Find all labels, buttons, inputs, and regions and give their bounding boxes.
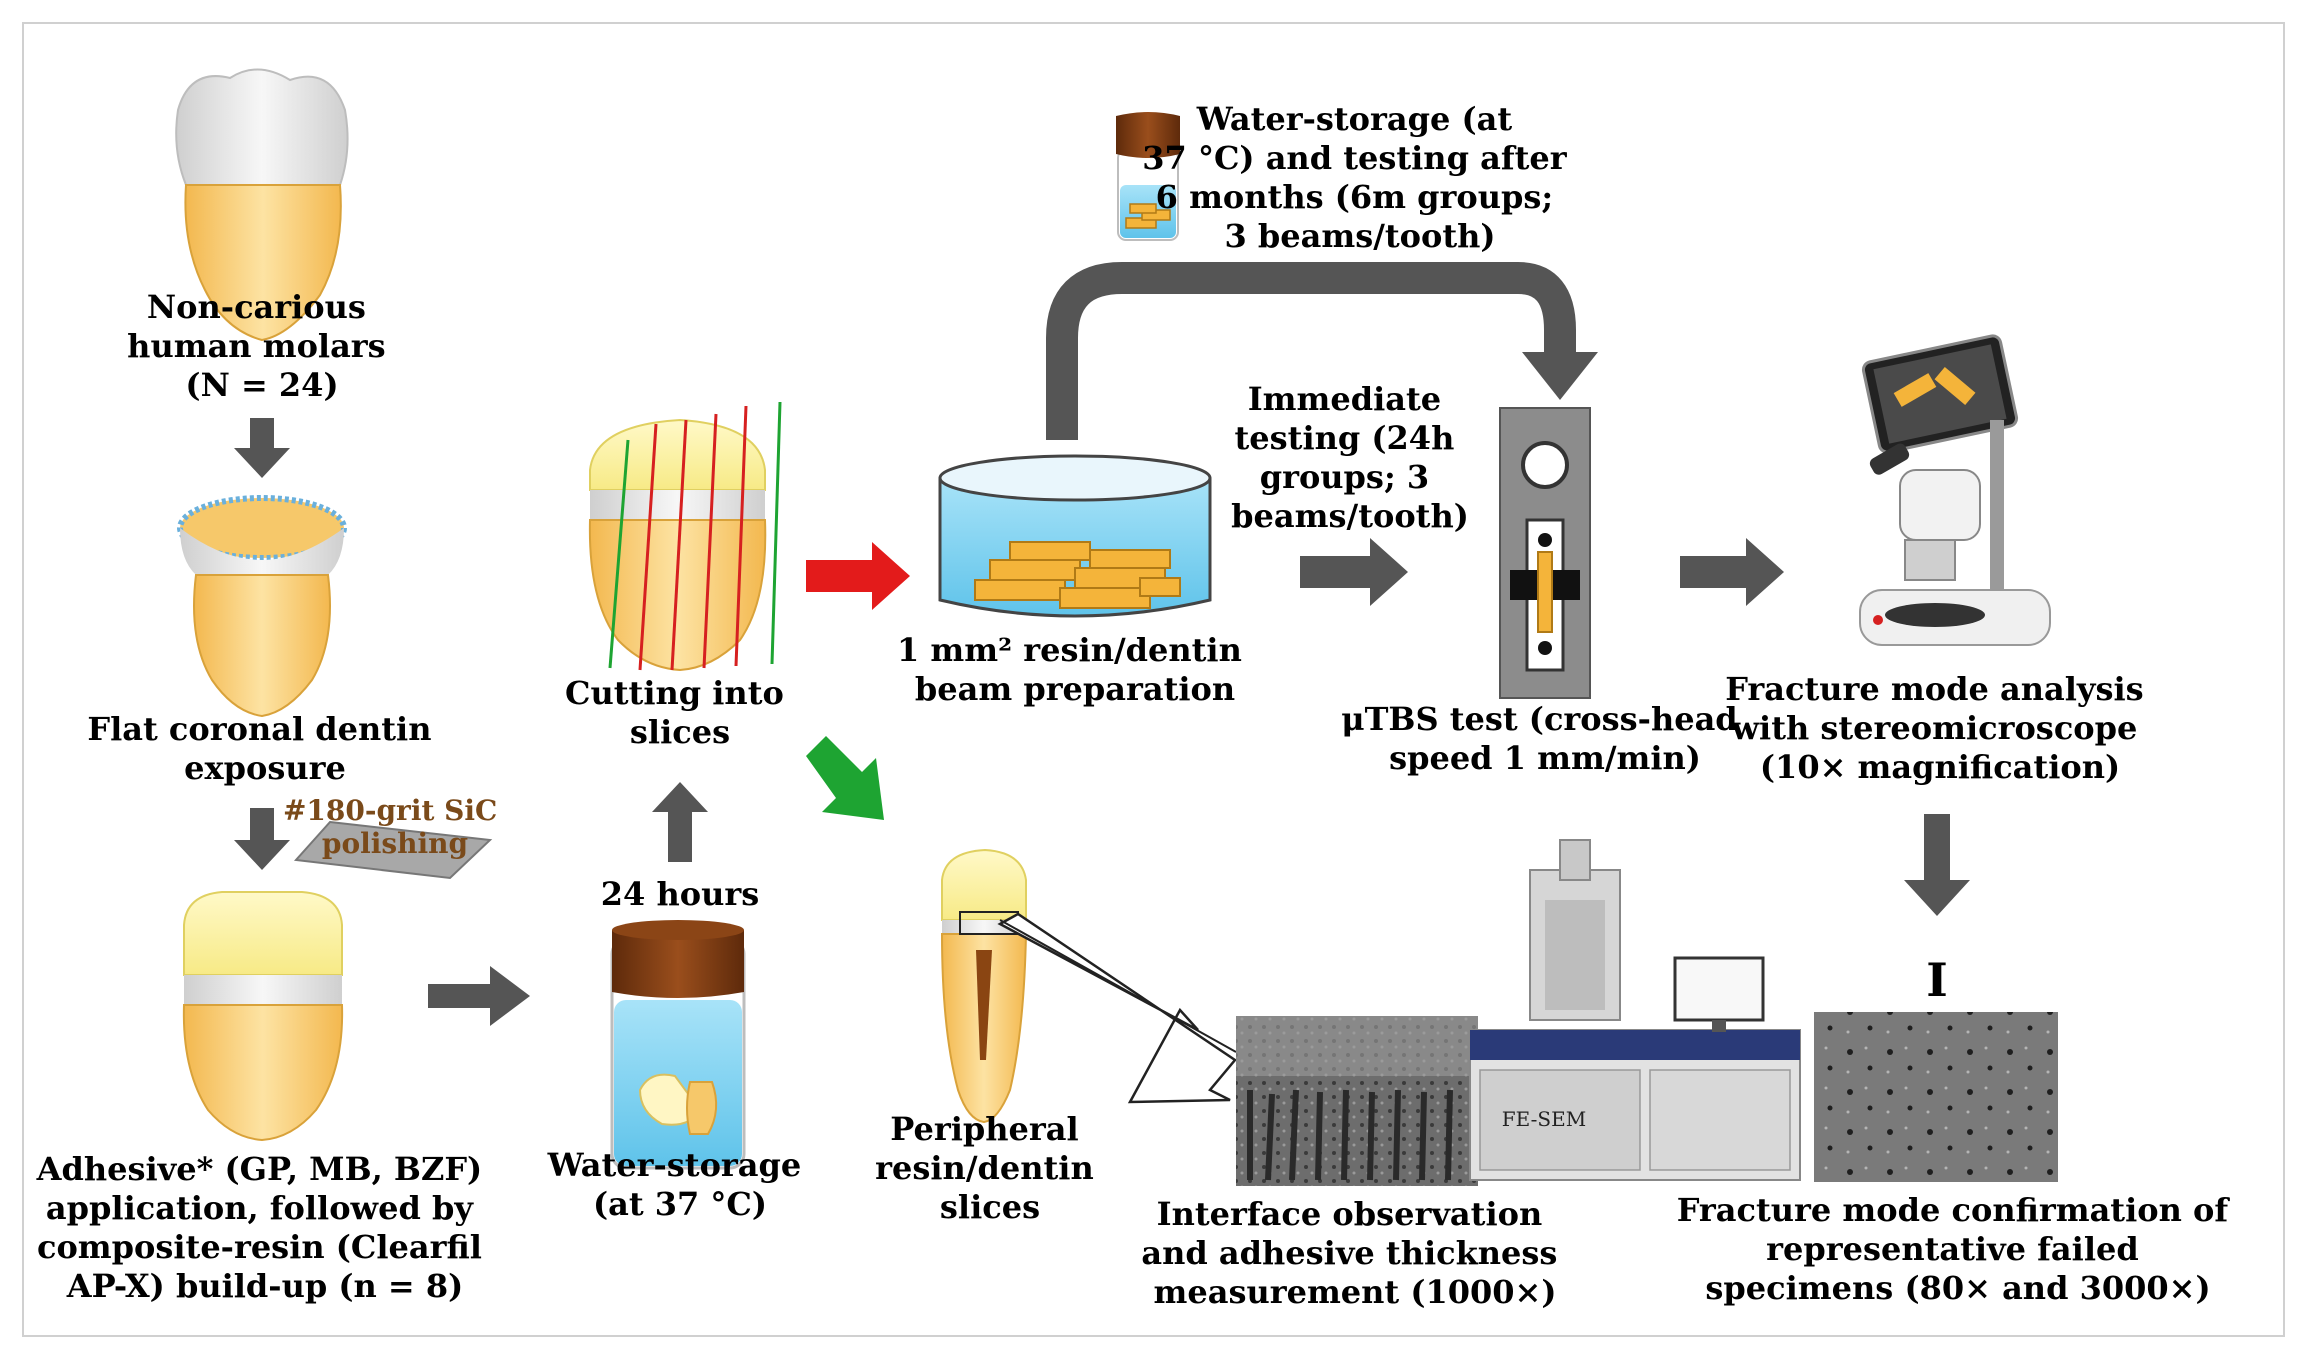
arrow-right-immediate [1300,538,1408,606]
molar-resin-buildup-illustration [182,891,344,1142]
arrow-right-to-microscope [1680,538,1784,606]
label-immediate-testing: Immediate testing (24h groups; 3 beams/t… [1231,380,1469,535]
arrow-6m-head [1522,352,1598,400]
label-fracture-confirmation: Fracture mode confirmation of representa… [1677,1191,2239,1307]
label-24-hours: 24 hours [601,875,759,913]
magnification-callout [997,912,1237,1104]
label-flat-dentin: Flat coronal dentin exposure [87,710,442,787]
sem-fracture-image [1814,1012,2058,1182]
sic-paper-illustration [293,820,493,880]
beam-preparation-dish [938,454,1212,618]
arrow-up-to-cutting [652,782,708,862]
water-storage-jar-6m [1116,112,1180,241]
label-fe-sem: FE-SEM [1502,1107,1586,1131]
label-water-storage-6m: Water-storage (at 37 °C) and testing aft… [1142,100,1577,255]
molar-flat-dentin-illustration [177,495,347,718]
label-peripheral-slices: Peripheral resin/dentin slices [875,1110,1105,1226]
stereomicroscope-illustration [1859,334,2051,646]
label-water-storage-24h: Water-storage (at 37 °C) [547,1146,813,1223]
sem-interface-image [1236,1016,1478,1186]
fe-sem-instrument [1469,839,1801,1181]
arrow-down-2 [234,808,290,870]
arrow-6m-curved [1046,262,1576,440]
figure-frame [22,22,2285,1337]
label-interface-observation: Interface observation and adhesive thick… [1141,1195,1568,1311]
label-sic-polishing: #180-grit SiC polishing [283,794,507,860]
label-roman-one: I [1926,953,1948,1007]
label-molars: Non-carious human molars (N = 24) [127,288,397,404]
label-beam-preparation: 1 mm² resin/dentin beam preparation [897,631,1253,708]
label-cutting: Cutting into slices [565,674,795,751]
arrow-down-1 [234,418,290,478]
water-storage-jar-24h [610,920,746,1170]
label-fracture-analysis: Fracture mode analysis with stereomicros… [1725,670,2155,786]
label-utbs-test: μTBS test (cross-head speed 1 mm/min) [1341,700,1749,777]
arrow-green-to-peripheral [806,736,884,820]
label-adhesive-application: Adhesive* (GP, MB, BZF) application, fol… [36,1150,494,1305]
peripheral-slice-illustration [940,848,1028,1124]
utbs-testing-jig [1499,407,1591,699]
arrow-down-to-confirmation [1904,814,1970,916]
cut-tooth-illustration [588,401,782,672]
arrow-right-to-storage [428,966,530,1026]
arrow-red-to-beams [806,542,910,610]
molar-intact-illustration [175,68,349,342]
